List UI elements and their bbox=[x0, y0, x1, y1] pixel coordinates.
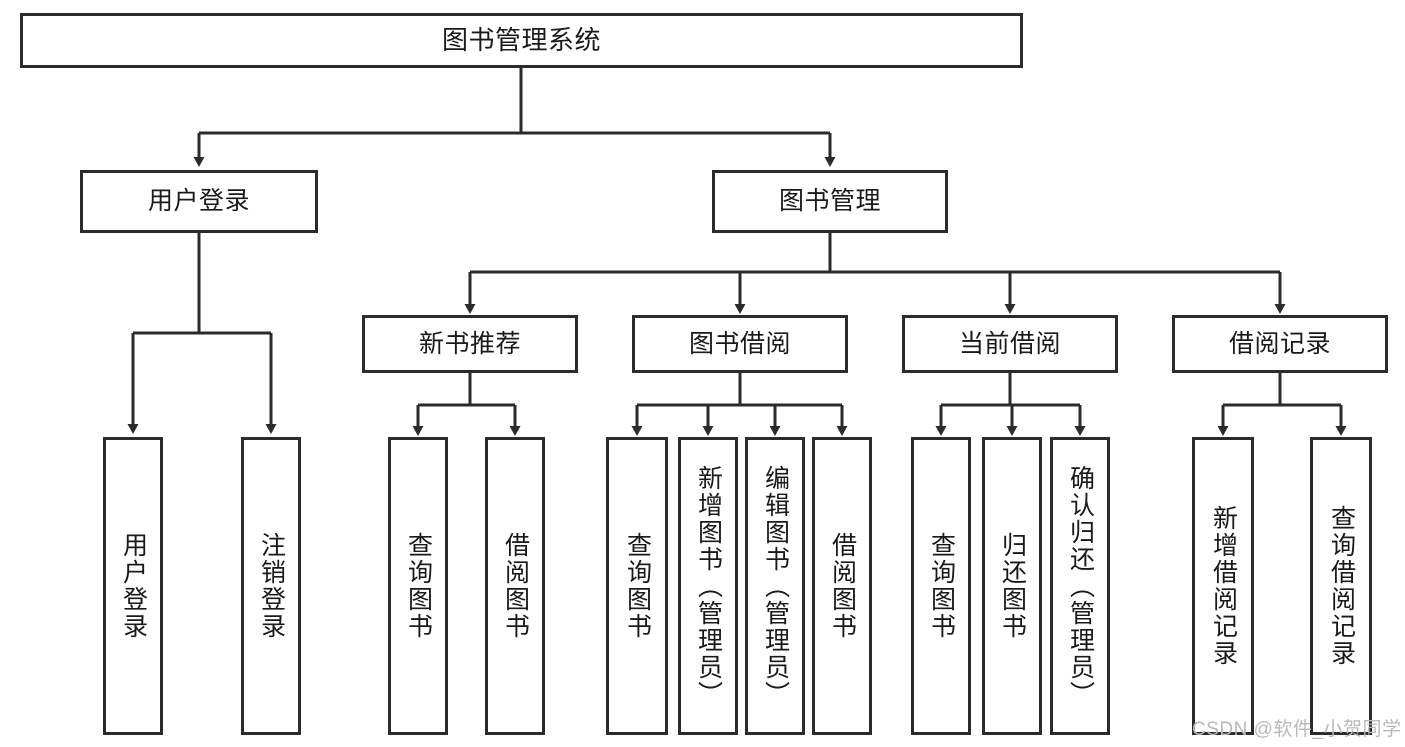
leaf-node-user-login[interactable]: 用户登录 bbox=[103, 437, 163, 735]
leaf-node-query-book-new[interactable]: 查询图书 bbox=[388, 437, 448, 735]
node-label: 查询图书 bbox=[927, 532, 956, 640]
leaf-node-query-book-borrow[interactable]: 查询图书 bbox=[606, 437, 668, 735]
node-current-borrow[interactable]: 当前借阅 bbox=[902, 315, 1118, 373]
leaf-node-return-book[interactable]: 归还图书 bbox=[982, 437, 1042, 735]
node-borrow-record[interactable]: 借阅记录 bbox=[1172, 315, 1388, 373]
leaf-node-borrow-book[interactable]: 借阅图书 bbox=[812, 437, 872, 735]
node-label: 用户登录 bbox=[119, 532, 148, 640]
node-label: 新增借阅记录 bbox=[1209, 505, 1238, 667]
node-new-book-recommend[interactable]: 新书推荐 bbox=[362, 315, 578, 373]
leaf-node-logout[interactable]: 注销登录 bbox=[241, 437, 301, 735]
node-book-borrow[interactable]: 图书借阅 bbox=[632, 315, 848, 373]
node-label: 归还图书 bbox=[998, 532, 1027, 640]
node-label: 借阅记录 bbox=[1228, 329, 1331, 358]
node-label: 注销登录 bbox=[257, 532, 286, 640]
node-label: 查询图书 bbox=[623, 532, 652, 640]
node-user-login[interactable]: 用户登录 bbox=[80, 170, 318, 233]
node-label: 新增图书（管理员） bbox=[694, 464, 723, 708]
node-label: 编辑图书（管理员） bbox=[761, 464, 790, 708]
leaf-node-query-borrow-record[interactable]: 查询借阅记录 bbox=[1310, 437, 1372, 735]
leaf-node-add-borrow-record[interactable]: 新增借阅记录 bbox=[1192, 437, 1254, 735]
node-label: 用户登录 bbox=[147, 187, 250, 216]
node-label: 图书管理 bbox=[778, 187, 881, 216]
node-book-management-system[interactable]: 图书管理系统 bbox=[20, 13, 1023, 68]
leaf-node-edit-book-admin[interactable]: 编辑图书（管理员） bbox=[745, 437, 805, 735]
leaf-node-add-book-admin[interactable]: 新增图书（管理员） bbox=[678, 437, 738, 735]
node-label: 借阅图书 bbox=[501, 532, 530, 640]
node-label: 借阅图书 bbox=[828, 532, 857, 640]
node-label: 图书借阅 bbox=[688, 329, 791, 358]
node-label: 新书推荐 bbox=[418, 329, 521, 358]
node-label: 查询借阅记录 bbox=[1327, 505, 1356, 667]
node-book-management[interactable]: 图书管理 bbox=[712, 170, 948, 233]
node-label: 查询图书 bbox=[404, 532, 433, 640]
leaf-node-query-book-current[interactable]: 查询图书 bbox=[911, 437, 971, 735]
leaf-node-confirm-return-admin[interactable]: 确认归还（管理员） bbox=[1050, 437, 1110, 735]
node-label: 确认归还（管理员） bbox=[1066, 464, 1095, 708]
node-label: 图书管理系统 bbox=[441, 24, 601, 55]
node-label: 当前借阅 bbox=[958, 329, 1061, 358]
leaf-node-borrow-book-new[interactable]: 借阅图书 bbox=[485, 437, 545, 735]
